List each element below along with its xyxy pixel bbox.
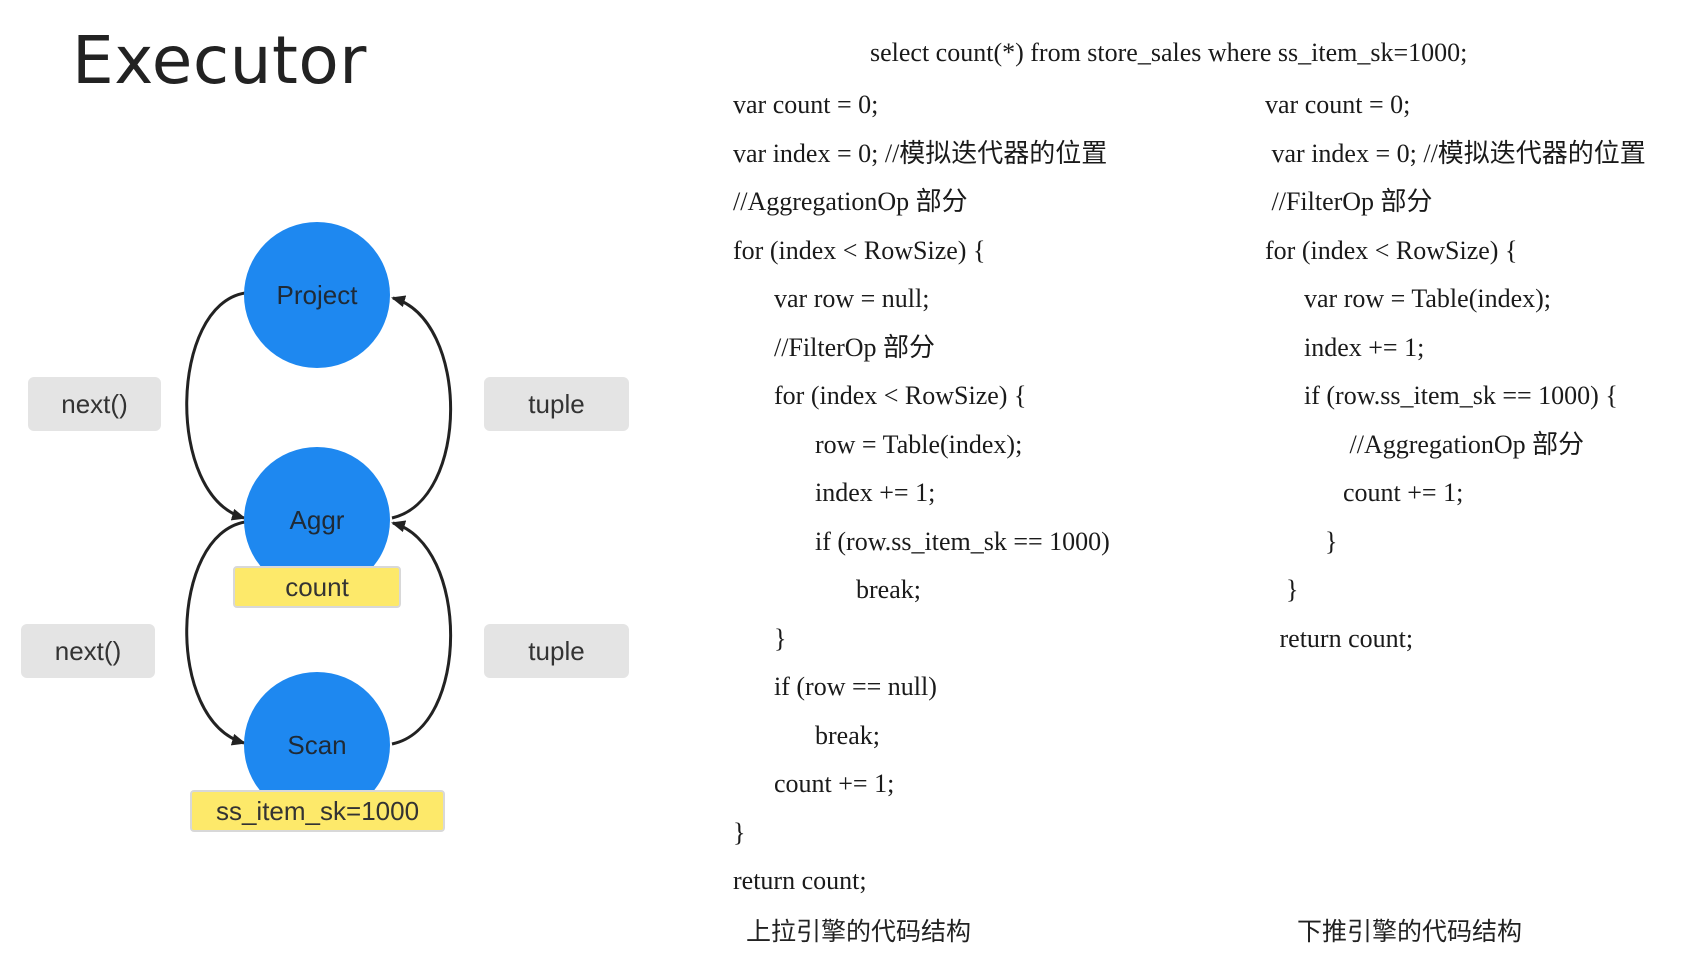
pull-code-line: return count;	[733, 866, 867, 895]
aggr-node-label: Aggr	[290, 505, 345, 535]
pull-code-line: var count = 0;	[733, 90, 879, 119]
pull-engine-caption: 上拉引擎的代码结构	[746, 917, 972, 946]
pull-code-line: }	[733, 817, 746, 847]
pull-code-line: //FilterOp 部分	[761, 332, 936, 362]
pull-code-line: row = Table(index);	[789, 429, 1023, 459]
push-engine-caption: 下推引擎的代码结构	[1297, 917, 1523, 946]
push-code-line: //AggregationOp 部分	[1317, 429, 1585, 459]
pull-code-line: var row = null;	[761, 284, 930, 313]
next-label-bottom: next()	[21, 624, 155, 678]
push-code-line: }	[1273, 575, 1299, 604]
pull-code-line: count += 1;	[761, 769, 895, 798]
pull-code-line: break;	[789, 720, 880, 750]
next-label-top: next()	[28, 377, 161, 431]
aggr-node: Aggr	[244, 447, 390, 593]
sql-query: select count(*) from store_sales where s…	[870, 38, 1468, 67]
slide-title: Executor	[72, 22, 367, 99]
pull-code-line: if (row.ss_item_sk == 1000)	[789, 526, 1110, 556]
pull-code-line: if (row == null)	[761, 672, 937, 701]
pull-code-line: index += 1;	[789, 478, 936, 507]
push-code-line: var count = 0;	[1265, 90, 1411, 119]
project-node: Project	[244, 222, 390, 368]
aggr-annotation-count: count	[233, 566, 401, 608]
push-code-line: for (index < RowSize) {	[1265, 235, 1518, 265]
push-code-line: if (row.ss_item_sk == 1000) {	[1291, 381, 1618, 410]
pull-code-line: }	[761, 623, 787, 653]
pull-code-line: for (index < RowSize) {	[761, 381, 1027, 410]
pull-code-line: for (index < RowSize) {	[733, 235, 986, 265]
project-node-label: Project	[277, 280, 359, 310]
scan-annotation-filter: ss_item_sk=1000	[190, 790, 445, 832]
push-code-line: }	[1299, 526, 1338, 556]
push-code-line: //FilterOp 部分	[1265, 187, 1433, 216]
tuple-arrow-aggr-to-project	[391, 295, 452, 520]
tuple-arrow-scan-to-aggr	[391, 520, 452, 746]
next-arrow-project-to-aggr	[185, 291, 246, 521]
push-code-line: return count;	[1273, 623, 1414, 653]
push-code-line: count += 1;	[1317, 478, 1464, 507]
next-arrow-aggr-to-scan	[185, 520, 246, 746]
pull-code-line: break;	[817, 575, 921, 604]
push-code-line: var index = 0; //模拟迭代器的位置	[1265, 138, 1646, 168]
operator-tree-diagram: Project Aggr Scan	[185, 222, 452, 818]
scan-node: Scan	[244, 672, 390, 818]
tuple-label-top: tuple	[484, 377, 629, 431]
pull-code-line: var index = 0; //模拟迭代器的位置	[733, 138, 1108, 168]
tuple-label-bottom: tuple	[484, 624, 629, 678]
push-code-line: index += 1;	[1291, 332, 1425, 362]
pull-code-line: //AggregationOp 部分	[733, 187, 968, 216]
push-code-line: var row = Table(index);	[1291, 284, 1551, 313]
scan-node-label: Scan	[287, 730, 346, 760]
